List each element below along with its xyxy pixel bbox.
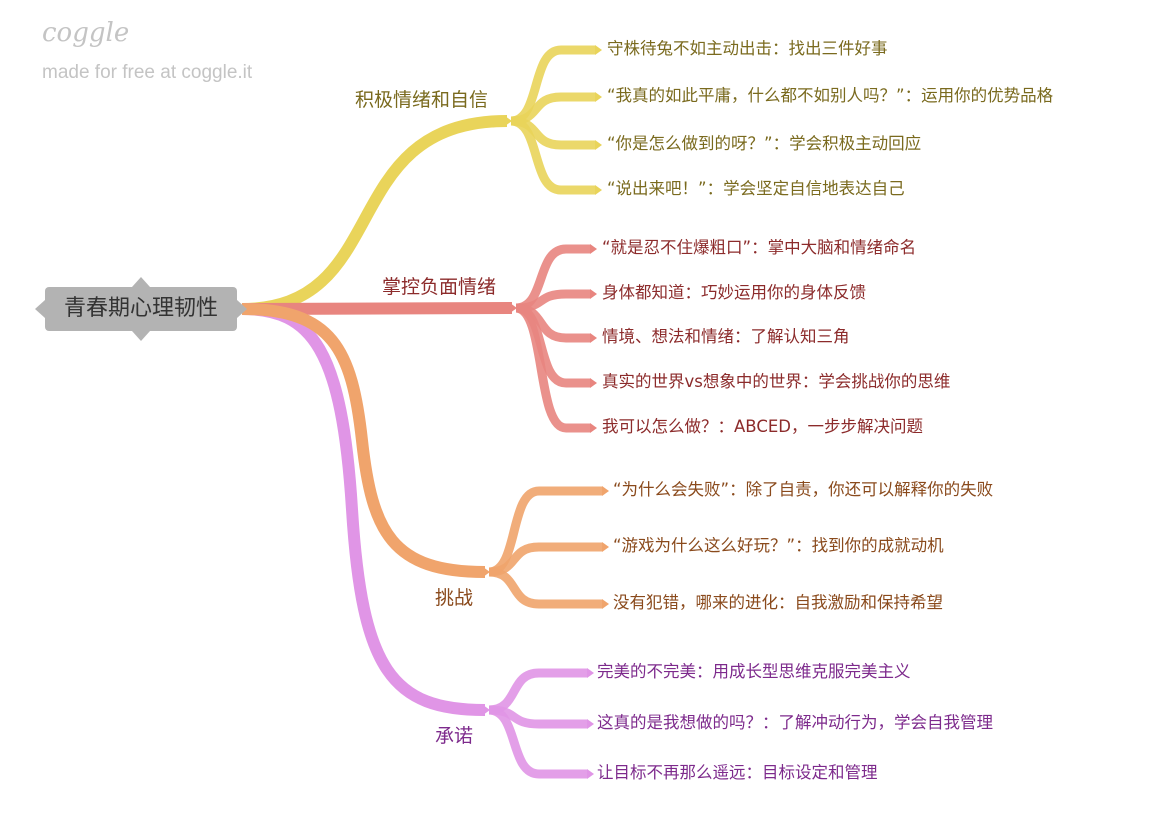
leaf-node[interactable]: 真实的世界vs想象中的世界：学会挑战你的思维: [602, 372, 951, 391]
leaf-connector: [488, 705, 587, 779]
leaf-arrow-icon: [587, 769, 594, 779]
branch-node-label[interactable]: 掌控负面情绪: [382, 276, 497, 298]
branch-node-label[interactable]: 积极情绪和自信: [355, 89, 489, 111]
leaf-arrow-icon: [602, 542, 609, 552]
leaf-arrow-icon: [587, 719, 594, 729]
leaf-node[interactable]: 身体都知道：巧妙运用你的身体反馈: [602, 283, 866, 302]
leaf-node[interactable]: “说出来吧！”：学会坚定自信地表达自己: [607, 179, 905, 198]
branch-connector-1: [241, 115, 508, 315]
leaf-node[interactable]: “你是怎么做到的呀？”：学会积极主动回应: [607, 134, 922, 153]
leaf-node[interactable]: “为什么会失败”：除了自责，你还可以解释你的失败: [613, 480, 994, 499]
leaf-node[interactable]: 让目标不再那么遥远：目标设定和管理: [597, 763, 878, 782]
leaf-arrow-icon: [595, 140, 602, 150]
leaf-node[interactable]: 完美的不完美：用成长型思维克服完美主义: [597, 662, 911, 681]
leaf-arrow-icon: [595, 185, 602, 195]
leaf-node[interactable]: 守株待兔不如主动出击：找出三件好事: [607, 39, 888, 58]
coggle-logo: coggle: [42, 18, 130, 48]
branch-connector-4: [241, 303, 486, 716]
leaf-node[interactable]: 没有犯错，哪来的进化：自我激励和保持希望: [613, 593, 943, 612]
coggle-tagline: made for free at coggle.it: [42, 62, 253, 83]
leaf-node[interactable]: “游戏为什么这么好玩？”：找到你的成就动机: [613, 536, 944, 555]
root-node[interactable]: 青春期心理韧性: [45, 287, 237, 331]
leaf-arrow-icon: [595, 45, 602, 55]
leaf-arrow-icon: [590, 289, 597, 299]
leaf-connector: [488, 668, 587, 715]
leaf-node[interactable]: “就是忍不住爆粗口”：掌中大脑和情绪命名: [602, 238, 917, 257]
branch-node-label[interactable]: 承诺: [435, 725, 474, 747]
branch-node-label[interactable]: 挑战: [435, 587, 474, 609]
branch-connector-3: [241, 303, 486, 578]
leaf-connector: [488, 567, 602, 609]
branch-arrow-icon: [483, 567, 490, 577]
leaf-connector: [510, 116, 595, 195]
branch-arrow-icon: [510, 303, 517, 313]
leaf-arrow-icon: [595, 92, 602, 102]
leaf-arrow-icon: [602, 486, 609, 496]
leaf-arrow-icon: [590, 423, 597, 433]
branch-arrow-icon: [483, 705, 490, 715]
leaf-arrow-icon: [590, 378, 597, 388]
leaf-connector: [510, 45, 595, 126]
leaf-node[interactable]: 情境、想法和情绪：了解认知三角: [602, 327, 850, 346]
leaf-arrow-icon: [587, 668, 594, 678]
leaf-arrow-icon: [602, 599, 609, 609]
branch-arrow-icon: [505, 116, 512, 126]
leaf-connector: [514, 303, 590, 433]
leaf-node[interactable]: 这真的是我想做的吗？：了解冲动行为，学会自我管理: [597, 713, 993, 732]
leaf-arrow-icon: [590, 333, 597, 343]
leaf-node[interactable]: 我可以怎么做？：ABCED，一步步解决问题: [602, 417, 923, 436]
leaf-node[interactable]: “我真的如此平庸，什么都不如别人吗？”：运用你的优势品格: [607, 86, 1054, 105]
leaf-connector: [488, 486, 602, 577]
leaf-arrow-icon: [590, 244, 597, 254]
